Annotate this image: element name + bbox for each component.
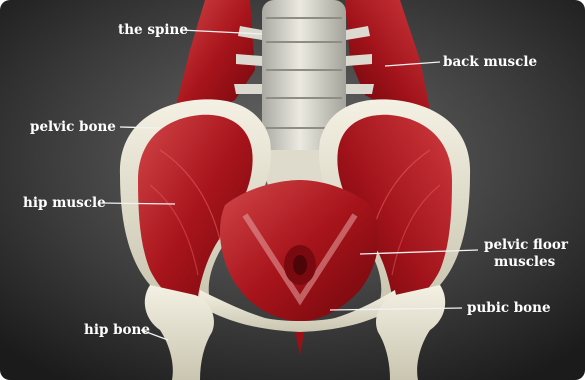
label-back-muscle: back muscle <box>443 54 537 70</box>
label-hip-bone: hip bone <box>84 322 150 338</box>
label-pelvic-floor-line1: pelvic floor <box>484 237 569 253</box>
label-hip-muscle: hip muscle <box>23 195 106 211</box>
label-spine: the spine <box>118 22 188 38</box>
label-pelvic-bone: pelvic bone <box>30 119 116 135</box>
label-pelvic-floor-line2: muscles <box>494 254 556 270</box>
label-pubic-bone: pubic bone <box>467 300 551 316</box>
